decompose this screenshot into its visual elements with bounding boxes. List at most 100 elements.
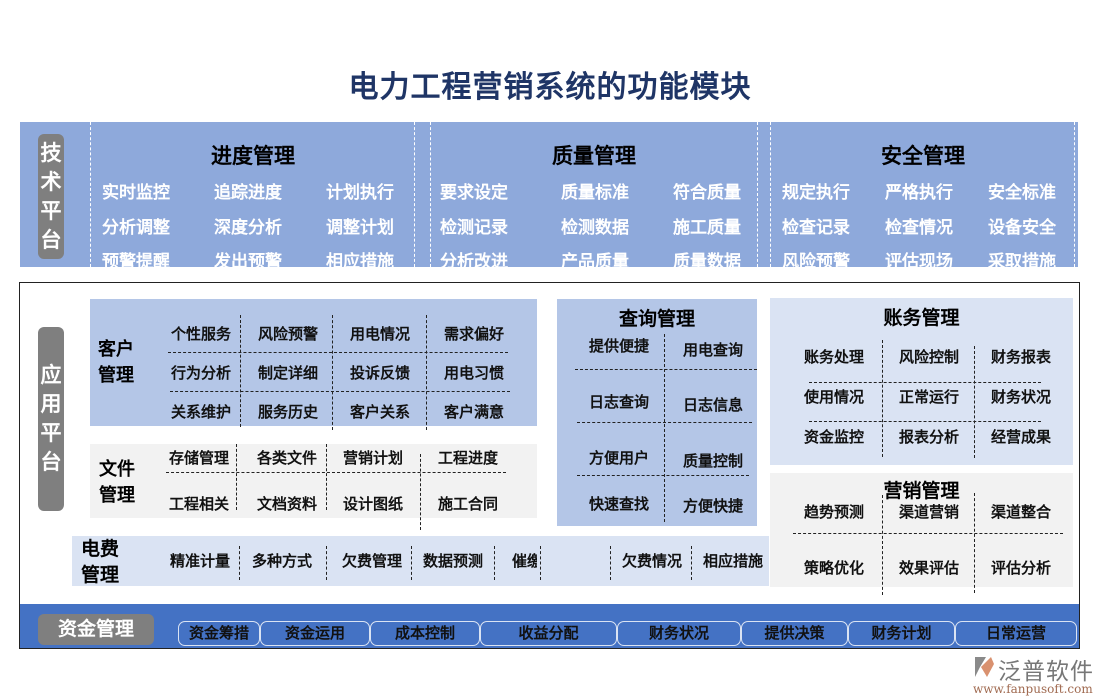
customer-item: 风险预警: [257, 325, 318, 343]
tech-item: 分析调整: [102, 218, 170, 238]
tech-item: 检查情况: [885, 218, 953, 238]
query-item: 用电查询: [682, 341, 743, 359]
fund-item: 日常运营: [955, 621, 1077, 646]
block-title: 查询管理: [618, 308, 695, 330]
tech-item: 相应措施: [326, 252, 394, 267]
file-item: 设计图纸: [342, 495, 403, 513]
tech-item: 调整计划: [326, 218, 394, 238]
accounting-item: 正常运行: [898, 388, 959, 406]
divider: [420, 454, 421, 530]
divider: [430, 122, 431, 267]
fanpu-logo-icon: [975, 657, 994, 677]
tech-item: 质量标准: [561, 183, 629, 203]
query-item: 快速查找: [588, 495, 649, 513]
query-item: 提供便捷: [588, 337, 649, 355]
billing-item: 欠费情况: [621, 552, 682, 570]
divider: [411, 546, 412, 580]
label-char: 台: [40, 227, 62, 252]
tech-item: 产品质量: [561, 252, 629, 267]
file-item: 各类文件: [256, 449, 317, 467]
billing-item: 精准计量: [169, 552, 230, 570]
divider: [809, 382, 1041, 383]
label-char: 术: [40, 169, 62, 194]
marketing-item: 趋势预测: [803, 503, 864, 521]
tech-item: 检查记录: [782, 218, 850, 238]
tech-item: 质量数据: [673, 252, 741, 267]
file-item: 工程进度: [437, 449, 498, 467]
logo-url: www.fanpusoft.com: [973, 682, 1093, 696]
tech-item: 计划执行: [326, 183, 394, 203]
fund-item: 提供决策: [741, 621, 848, 646]
block-label: 客户 管理: [98, 339, 134, 386]
divider: [664, 334, 665, 522]
divider: [426, 315, 427, 430]
customer-management-block: 客户 管理 个性服务 风险预警 用电情况 需求偏好 行为分析 制定详细 投诉反馈…: [90, 299, 537, 430]
customer-item: 服务历史: [257, 403, 318, 421]
tech-item: 设备安全: [988, 218, 1056, 238]
file-item: 存储管理: [168, 449, 229, 467]
marketing-management-block: 营销管理 趋势预测 渠道营销 渠道整合 策略优化 效果评估 评估分析: [770, 473, 1073, 595]
label-char: 技: [40, 140, 62, 165]
tech-item: 发出预警: [214, 252, 282, 267]
divider: [414, 122, 415, 267]
divider: [1074, 122, 1075, 267]
divider: [691, 546, 692, 580]
tech-platform: 技 术 平 台 进度管理 实时监控 追踪进度 计划执行 分析调整 深度分析 调整…: [20, 122, 1078, 267]
fund-management-label: 资金管理: [38, 614, 154, 645]
divider: [170, 391, 510, 392]
customer-item: 客户满意: [443, 403, 504, 421]
tech-item: 深度分析: [214, 218, 282, 238]
divider: [168, 352, 508, 353]
logo-name: 泛普软件: [998, 659, 1094, 685]
divider: [240, 315, 241, 427]
tech-item: 预警提醒: [102, 252, 170, 267]
billing-management-block: 电费 管理 精准计量 多种方式 欠费管理 数据预测 催缴通知: [72, 536, 572, 586]
label-char: 用: [40, 392, 62, 416]
customer-item: 投诉反馈: [349, 364, 410, 382]
divider: [610, 546, 611, 580]
divider: [236, 444, 237, 510]
accounting-item: 财务报表: [990, 348, 1051, 366]
label-char: 平: [40, 198, 62, 223]
label-char: 台: [40, 450, 62, 474]
divider: [540, 546, 541, 580]
accounting-item: 使用情况: [803, 388, 864, 406]
divider: [166, 472, 506, 473]
divider: [494, 546, 495, 580]
file-item: 工程相关: [168, 495, 229, 513]
divider: [239, 546, 240, 580]
tech-item: 追踪进度: [214, 183, 282, 203]
divider: [577, 422, 752, 423]
query-item: 方便用户: [588, 449, 649, 467]
billing-item: 数据预测: [422, 552, 483, 570]
app-platform: 应 用 平 台 客户 管理 个性服务 风险预警 用电情况 需求偏好 行为分析 制…: [19, 282, 1080, 605]
accounting-item: 资金监控: [803, 428, 864, 446]
tech-item: 规定执行: [782, 183, 850, 203]
customer-item: 制定详细: [257, 364, 318, 382]
tech-platform-label: 技 术 平 台: [38, 134, 64, 259]
divider: [809, 421, 1041, 422]
file-item: 营销计划: [342, 449, 403, 467]
section-title-quality: 质量管理: [552, 144, 636, 168]
divider: [326, 444, 327, 510]
divider: [757, 122, 758, 267]
fund-item: 收益分配: [480, 621, 617, 646]
tech-item: 检测记录: [440, 218, 508, 238]
tech-item: 符合质量: [673, 183, 741, 203]
tech-item: 采取措施: [988, 252, 1056, 267]
accounting-item: 财务状况: [990, 388, 1051, 406]
app-platform-label: 应 用 平 台: [38, 327, 64, 511]
billing-item: 欠费管理: [341, 552, 402, 570]
file-management-block: 文件 管理 存储管理 各类文件 营销计划 工程进度 工程相关 文档资料 设计图纸…: [90, 444, 537, 530]
customer-item: 用电习惯: [443, 364, 504, 382]
customer-item: 客户关系: [349, 403, 410, 421]
fund-item: 资金筹措: [178, 621, 260, 646]
divider: [974, 493, 975, 593]
customer-item: 用电情况: [349, 325, 410, 343]
divider: [326, 546, 327, 580]
block-label: 文件 管理: [99, 459, 135, 506]
marketing-item: 渠道营销: [898, 503, 959, 521]
fund-item: 资金运用: [260, 621, 370, 646]
tech-item: 安全标准: [988, 183, 1056, 203]
section-title-progress: 进度管理: [211, 144, 295, 168]
